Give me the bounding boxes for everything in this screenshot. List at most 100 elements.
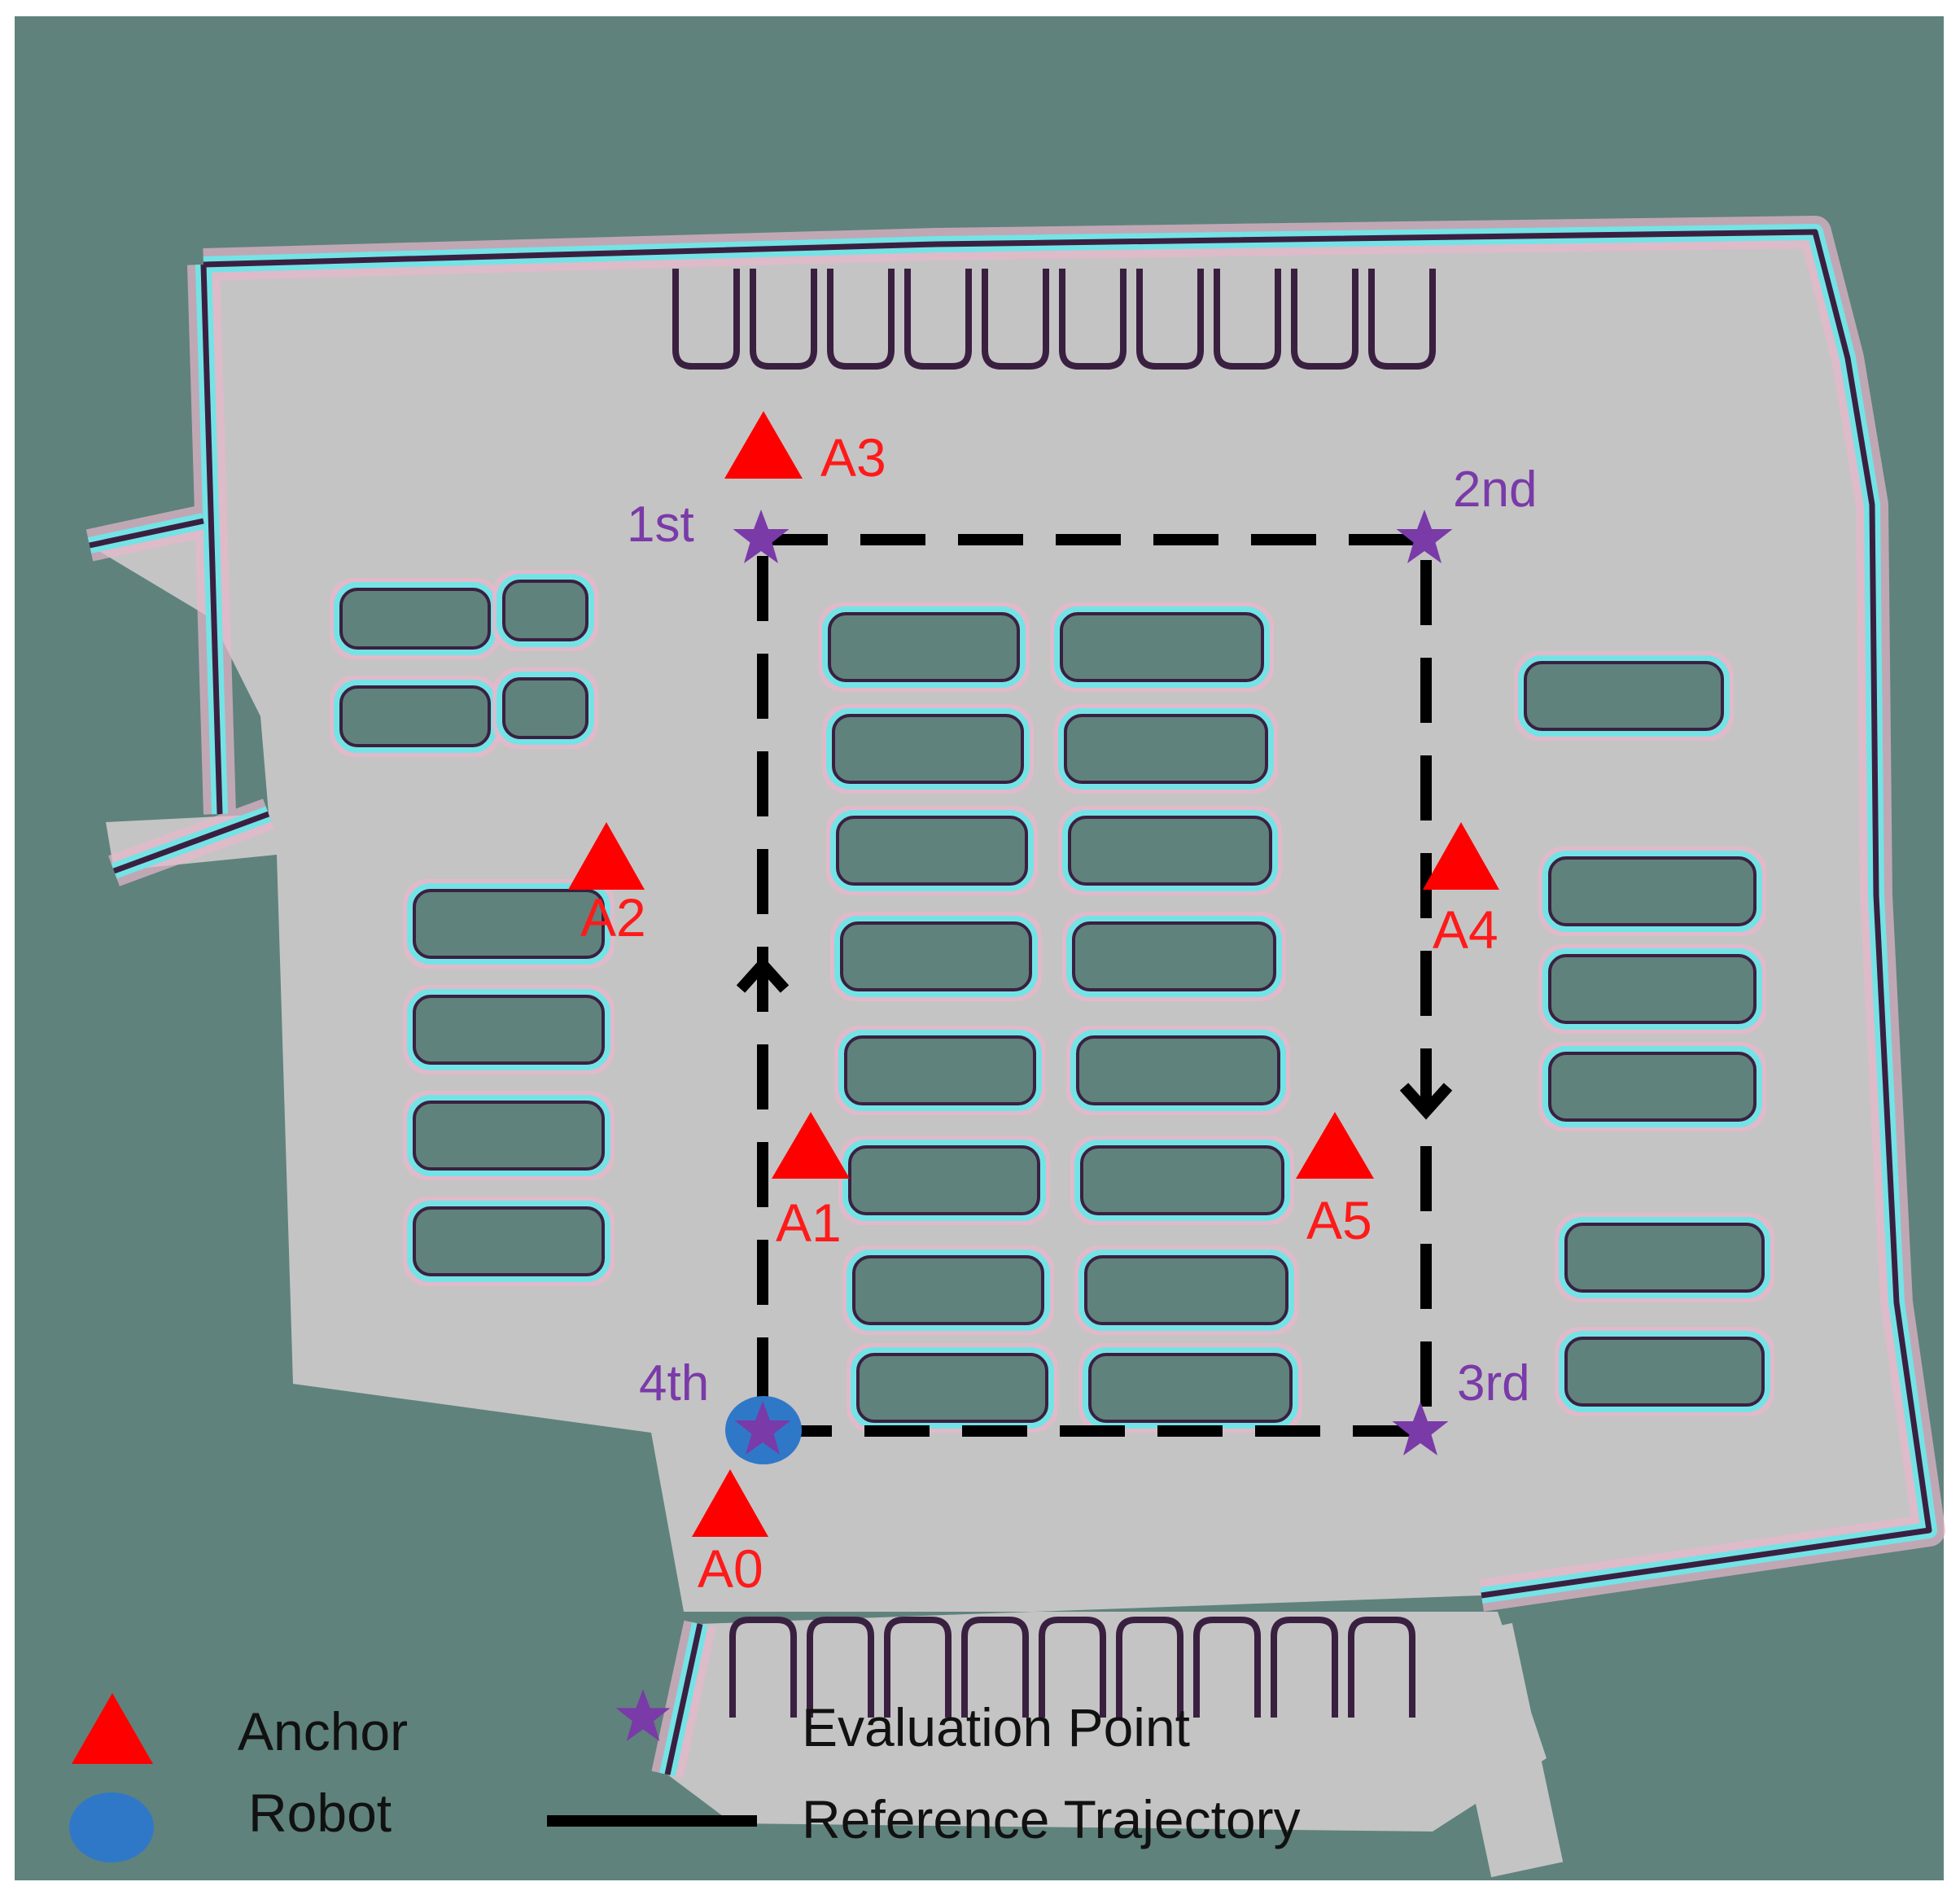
parking-bay — [1559, 1331, 1770, 1412]
parking-bay — [1542, 851, 1762, 932]
top-parking-slot — [750, 269, 817, 370]
parking-bay-outline — [1068, 816, 1272, 886]
parking-bay — [334, 582, 497, 655]
outer-walls — [85, 216, 1945, 1779]
eval-label-1st: 1st — [627, 497, 694, 553]
parking-bay — [1083, 1347, 1298, 1429]
parking-bay — [1058, 708, 1274, 790]
parking-bay — [851, 1347, 1054, 1429]
parking-bay — [1062, 810, 1278, 891]
parking-bay — [407, 989, 610, 1070]
parking-bay — [838, 1030, 1042, 1111]
parking-bay — [407, 883, 610, 965]
parking-bay-outline — [1524, 661, 1724, 731]
parking-bay-outline — [1084, 1255, 1288, 1325]
bottom-parking-slot — [884, 1617, 952, 1718]
parking-bay — [1542, 1046, 1762, 1127]
anchor-A5-icon — [1296, 1112, 1374, 1179]
parking-bay — [830, 810, 1034, 891]
bottom-parking-slot — [1116, 1617, 1183, 1718]
top-parking-slot — [1368, 269, 1436, 370]
bottom-parking-slot — [807, 1617, 874, 1718]
parking-bay — [826, 708, 1030, 790]
parking-bay-outline — [856, 1353, 1048, 1423]
bottom-parking-slot — [1348, 1617, 1415, 1718]
top-parking-slot — [1059, 269, 1127, 370]
parking-bay-outline — [1088, 1353, 1293, 1423]
top-parking-slot — [1136, 269, 1204, 370]
bottom-parking-slot — [1039, 1617, 1106, 1718]
parking-bay-outline — [339, 685, 491, 747]
legend-evaluation-point-label: Evaluation Point — [802, 1697, 1190, 1757]
parking-bay-outline — [1548, 856, 1757, 926]
eval-point-4th-icon — [734, 1401, 791, 1455]
parking-bay — [1074, 1140, 1290, 1221]
parking-bay-outline — [1076, 1035, 1280, 1105]
reference-trajectory — [736, 534, 1453, 1437]
parking-bay-outline — [844, 1035, 1036, 1105]
anchor-label-A4: A4 — [1433, 899, 1498, 960]
parking-bay — [497, 574, 594, 647]
parking-bay-outline — [1072, 921, 1276, 991]
legend-robot-label: Robot — [248, 1783, 392, 1843]
parking-bay-outline — [413, 889, 605, 959]
anchor-label-A1: A1 — [776, 1193, 842, 1253]
anchor-A3-icon — [724, 411, 803, 479]
top-parking-slot — [982, 269, 1049, 370]
parking-bay-outline — [502, 677, 588, 739]
parking-bay-outline — [339, 588, 491, 650]
parking-bay-outline — [1060, 612, 1264, 682]
parking-bay-outline — [413, 995, 605, 1065]
parking-bay-outline — [852, 1255, 1044, 1325]
eval-point-1st-icon — [733, 510, 790, 563]
top-parking-slot — [672, 269, 740, 370]
top-parking-slot — [904, 269, 972, 370]
eval-point-3rd-icon — [1392, 1402, 1449, 1455]
eval-point-2nd-icon — [1396, 510, 1453, 563]
anchor-A1-icon — [772, 1112, 850, 1179]
parking-bay-outline — [1564, 1223, 1765, 1293]
parking-bay-outline — [502, 580, 588, 641]
parking-bay — [822, 606, 1026, 688]
anchor-A4-icon — [1423, 822, 1499, 890]
parking-bay — [334, 680, 497, 753]
down-arrow-icon — [1399, 1083, 1453, 1120]
bottom-parking-slot — [961, 1617, 1029, 1718]
anchor-label-A2: A2 — [580, 887, 646, 948]
anchor-label-A0: A0 — [698, 1538, 763, 1599]
parking-bay — [497, 672, 594, 745]
parking-bay-outline — [413, 1206, 605, 1276]
parking-bay — [842, 1140, 1046, 1221]
top-parking-slot — [827, 269, 895, 370]
anchor-A0-icon — [692, 1469, 768, 1537]
legend-evaluation-point-icon — [615, 1689, 671, 1741]
anchor-label-A5: A5 — [1306, 1190, 1372, 1250]
parking-blocks — [330, 269, 1774, 1718]
top-parking-slot — [1214, 269, 1281, 370]
parking-bay-outline — [1064, 714, 1268, 784]
parking-bay-outline — [828, 612, 1020, 682]
parking-bay — [834, 916, 1038, 997]
parking-bay — [1054, 606, 1270, 688]
parking-bay-outline — [848, 1145, 1040, 1215]
top-parking-slot — [1291, 269, 1358, 370]
parking-bay-outline — [840, 921, 1032, 991]
evaluation-points — [733, 510, 1453, 1455]
eval-label-2nd: 2nd — [1453, 462, 1537, 518]
parking-bay — [847, 1249, 1050, 1331]
parking-bay-outline — [1080, 1145, 1284, 1215]
legend-trajectory-label: Reference Trajectory — [802, 1789, 1301, 1849]
parking-bay — [1066, 916, 1282, 997]
parking-bay-outline — [1564, 1337, 1765, 1407]
bottom-parking-slot — [1193, 1617, 1261, 1718]
parking-bay-outline — [832, 714, 1024, 784]
legend-anchor-label: Anchor — [238, 1701, 408, 1762]
eval-label-3rd: 3rd — [1457, 1355, 1530, 1411]
up-arrow-icon — [736, 956, 790, 993]
legend-robot-icon — [69, 1792, 154, 1862]
bottom-parking-slot — [1271, 1617, 1338, 1718]
parking-bay — [407, 1095, 610, 1176]
parking-bay — [1518, 655, 1730, 737]
legend: Anchor Robot Evaluation Point Reference … — [69, 1689, 1301, 1862]
